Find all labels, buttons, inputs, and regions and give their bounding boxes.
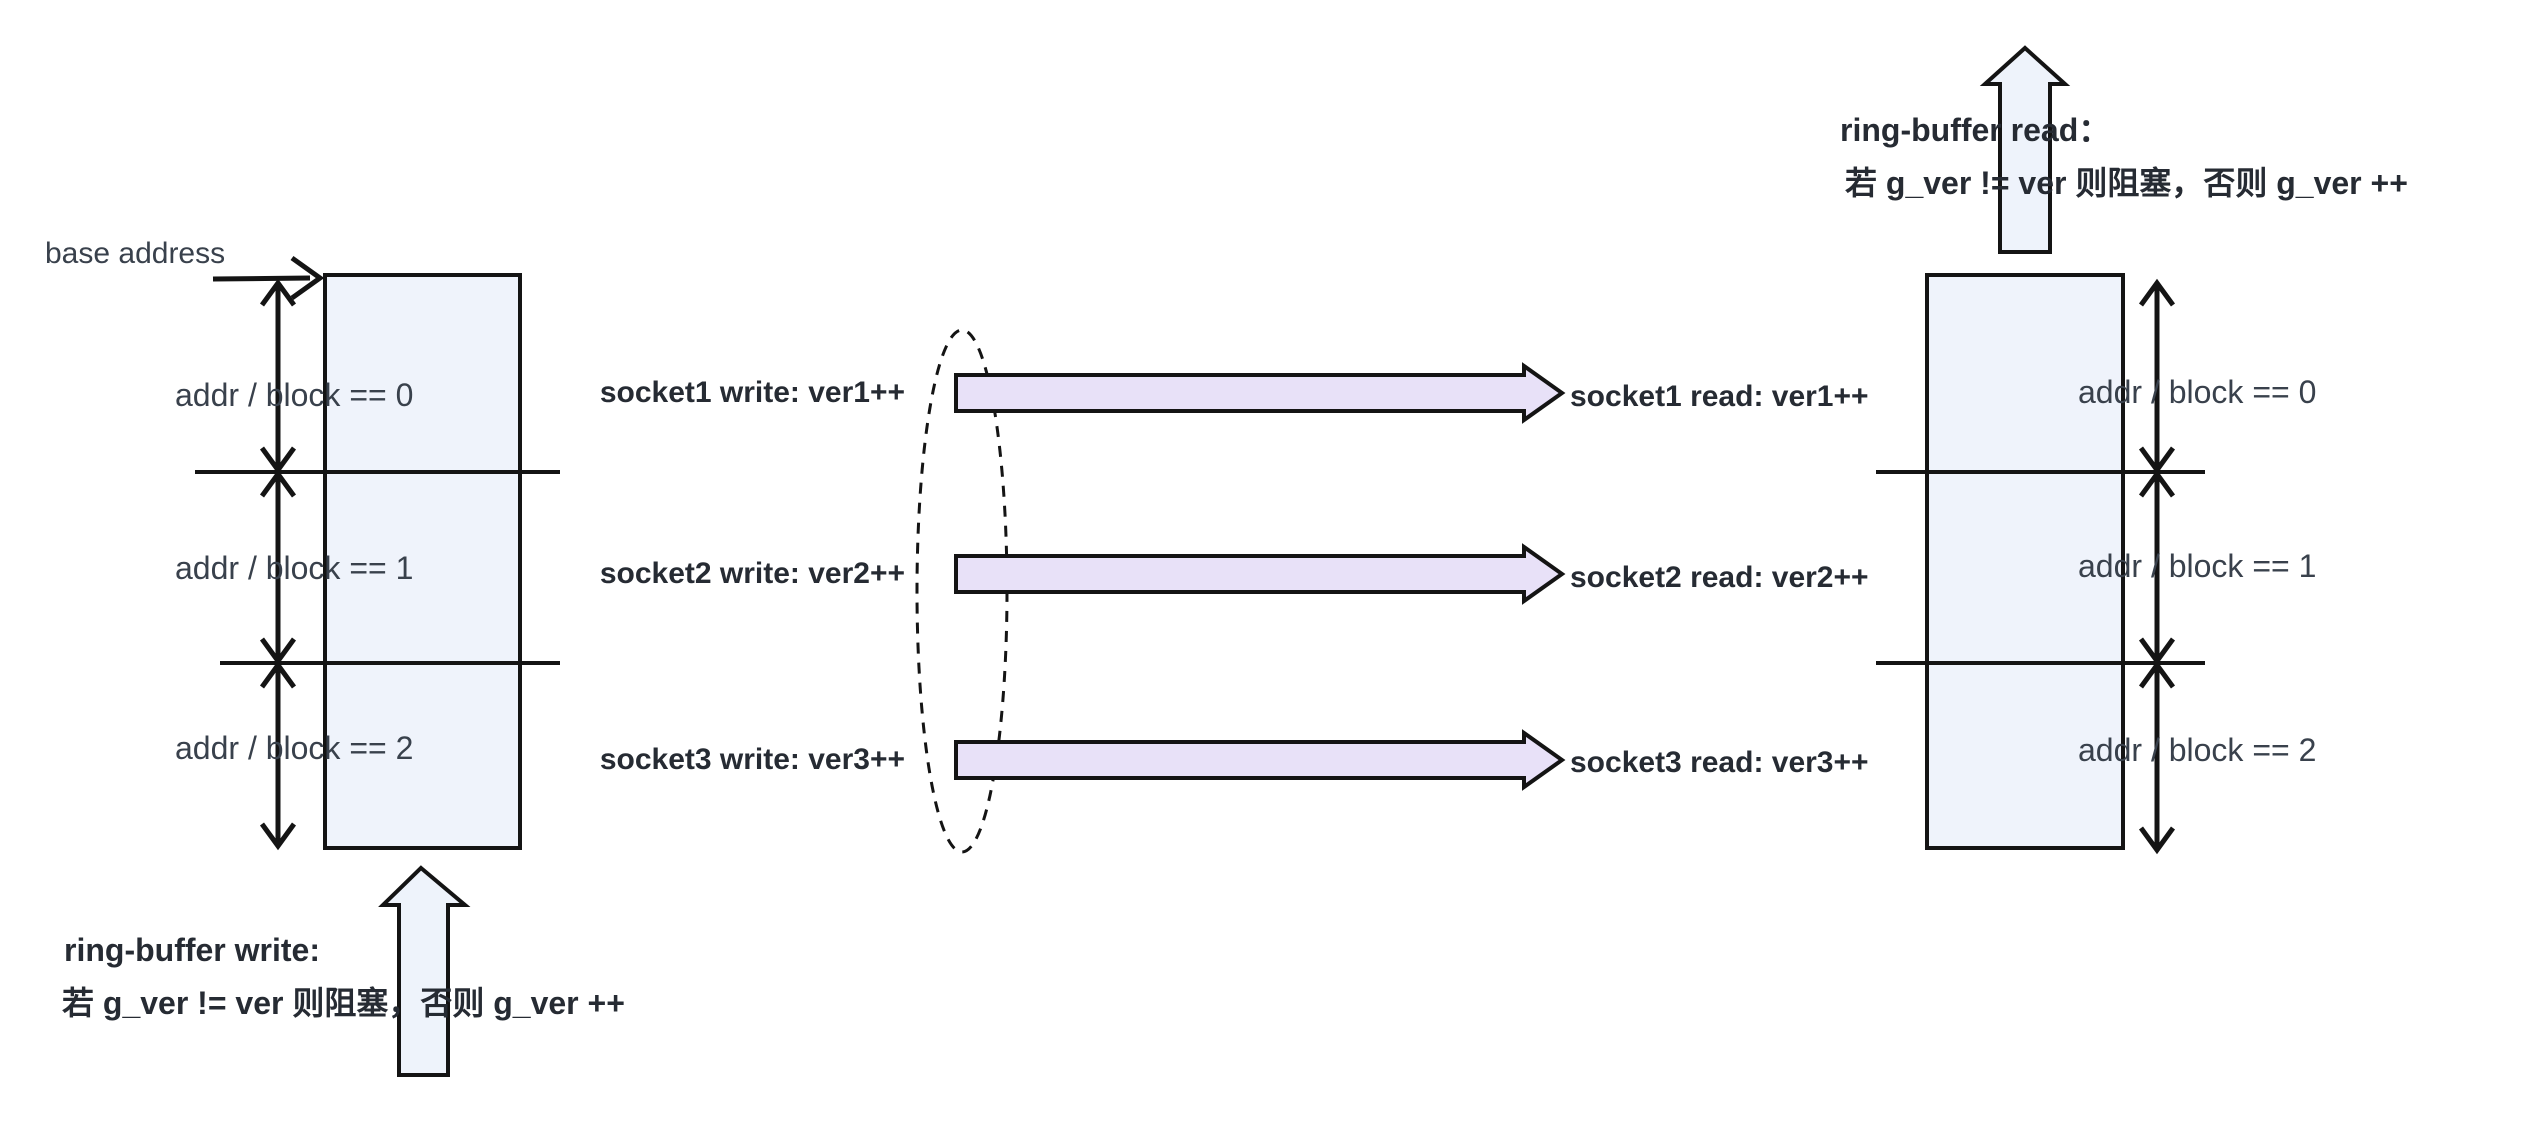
base-address-label: base address (45, 237, 226, 270)
ring-buffer-write-title: ring-buffer write: (64, 932, 320, 968)
right-buffer-rect (1925, 273, 2125, 850)
socket1-write-label: socket1 write: ver1++ (599, 376, 905, 409)
right-block-label-2: addr / block == 2 (2078, 732, 2317, 768)
left-block-label-2: addr / block == 2 (175, 730, 414, 766)
left-measure-line (259, 278, 297, 851)
left-buffer-rect (323, 273, 522, 850)
ring-buffer-read-arrow (1979, 45, 2071, 254)
socket2-write-label: socket2 write: ver2++ (599, 557, 905, 590)
ring-buffer-write-arrow (378, 865, 471, 1077)
socket3-read-label: socket3 read: ver3++ (1570, 746, 1869, 779)
socket3-write-label: socket3 write: ver3++ (599, 743, 905, 776)
left-block-label-1: addr / block == 1 (175, 550, 414, 586)
right-measure-line (2138, 278, 2176, 855)
flow-arrow-socket3 (954, 729, 1566, 791)
socket2-read-label: socket2 read: ver2++ (1570, 561, 1869, 594)
flow-arrow-socket2 (954, 543, 1566, 605)
ring-buffer-write-desc: 若 g_ver != ver 则阻塞，否则 g_ver ++ (62, 985, 625, 1021)
left-block-label-0: addr / block == 0 (175, 377, 414, 413)
flow-arrow-socket1 (954, 362, 1566, 424)
ring-buffer-read-title: ring-buffer read： (1840, 112, 2111, 148)
socket1-read-label: socket1 read: ver1++ (1570, 380, 1869, 413)
right-block-label-1: addr / block == 1 (2078, 548, 2317, 584)
ring-buffer-read-desc: 若 g_ver != ver 则阻塞，否则 g_ver ++ (1845, 165, 2408, 201)
base-address-arrow (212, 255, 325, 301)
right-block-label-0: addr / block == 0 (2078, 374, 2317, 410)
